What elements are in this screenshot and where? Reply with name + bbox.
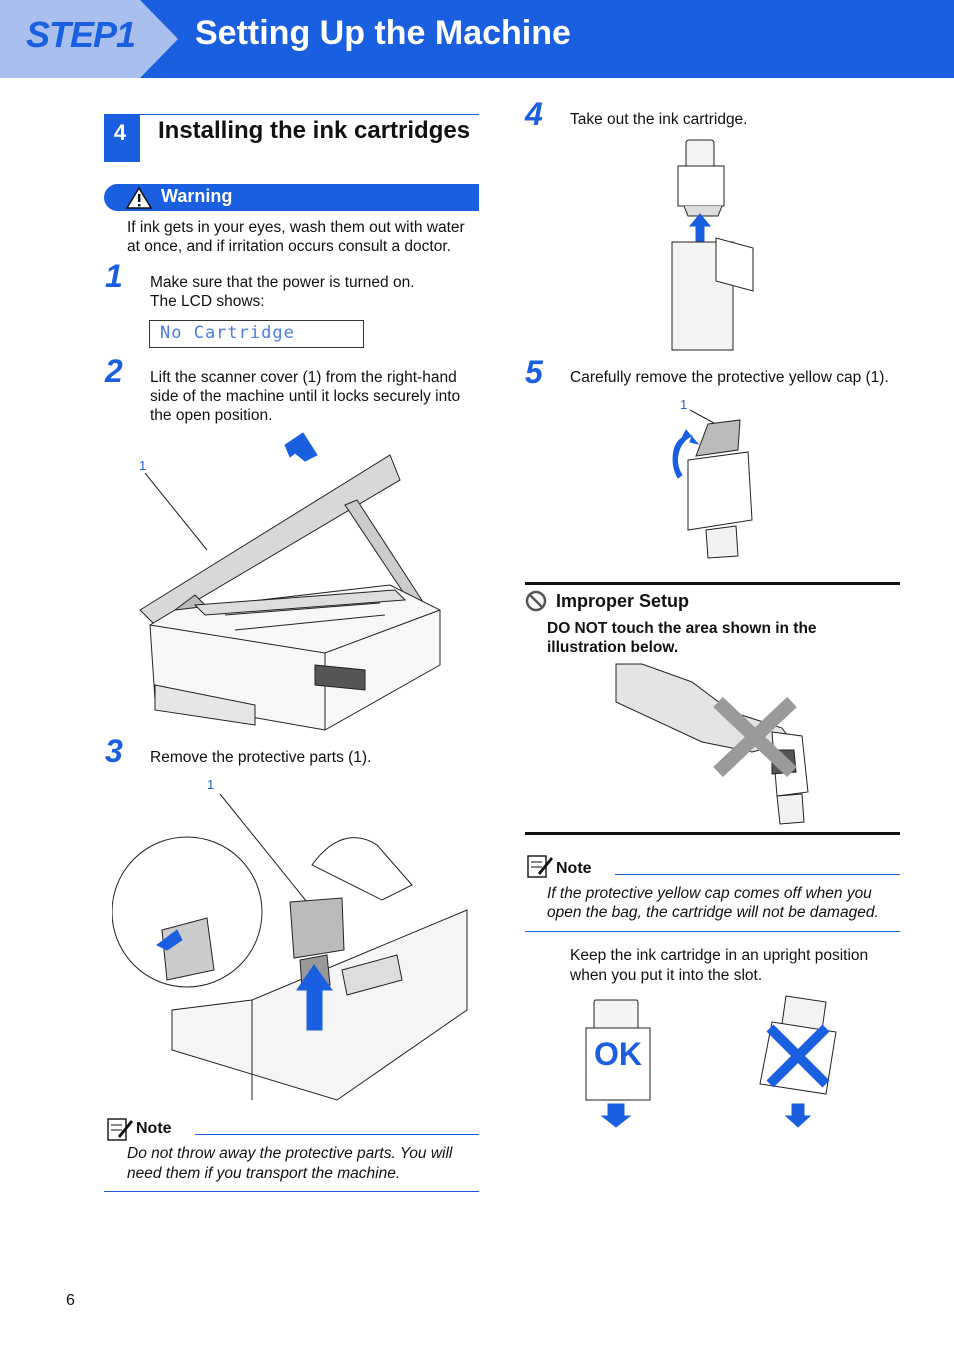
improper-rule-top [525, 582, 900, 585]
prohibited-icon [525, 590, 547, 612]
step-3-text-1: Remove the protective parts (1). [150, 749, 372, 766]
upright-text-1: Keep the ink cartridge in an upright pos… [570, 947, 869, 964]
warning-text-1: If ink gets in your eyes, wash them out … [127, 219, 465, 236]
warning-text-2: at once, and if irritation occurs consul… [127, 238, 451, 255]
improper-title: Improper Setup [556, 591, 690, 611]
step-2-callout: 1 [139, 458, 147, 473]
step-5-text-1: Carefully remove the protective yellow c… [570, 369, 889, 386]
step-5-callout: 1 [680, 397, 688, 412]
step-tab [0, 0, 178, 78]
step-4-number: 4 [525, 96, 543, 132]
note-left-text-2: need them if you transport the machine. [127, 1165, 401, 1182]
step-2-number: 2 [105, 353, 123, 389]
improper-text-1: DO NOT touch the area shown in the [547, 620, 817, 637]
step-5-number: 5 [525, 354, 543, 390]
note-left-rule-top [195, 1134, 479, 1135]
lcd-text: No Cartridge [160, 323, 295, 343]
tilted-wrong-illustration [759, 995, 837, 1128]
step-3-number: 3 [105, 733, 123, 769]
section-number-box [104, 114, 140, 162]
step-2-text-2: side of the machine until it locks secur… [150, 388, 461, 405]
improper-text-2: illustration below. [547, 639, 679, 656]
step-4-text-1: Take out the ink cartridge. [570, 111, 748, 128]
upright-text-2: when you put it into the slot. [570, 967, 763, 984]
warning-bar [104, 184, 479, 211]
warning-icon [126, 187, 152, 209]
cartridge-bag-illustration [671, 139, 754, 351]
note-right-rule-bottom [525, 931, 900, 932]
step-label: STEP1 [26, 14, 136, 55]
lcd-display [149, 320, 364, 348]
note-icon [107, 1118, 133, 1141]
printer-open-illustration [139, 432, 441, 731]
improper-rule-bottom [525, 832, 900, 835]
warning-label: Warning [161, 186, 233, 206]
section-number: 4 [113, 120, 127, 145]
page-number: 6 [66, 1292, 75, 1309]
step-2-text-3: the open position. [150, 407, 273, 424]
note-right-title: Note [556, 860, 592, 877]
page-title: Setting Up the Machine [195, 14, 571, 52]
ok-label: OK [594, 1036, 642, 1072]
upright-ok-illustration [585, 999, 651, 1128]
section-title: Installing the ink cartridges [158, 117, 471, 144]
step-2-text-1: Lift the scanner cover (1) from the righ… [150, 369, 457, 386]
note-left-rule-bottom [104, 1191, 479, 1192]
protective-parts-illustration [112, 793, 468, 1101]
note-left-text-1: Do not throw away the protective parts. … [127, 1145, 453, 1162]
note-right-text-1: If the protective yellow cap comes off w… [547, 885, 872, 902]
do-not-touch-illustration [615, 663, 809, 825]
step-1-number: 1 [105, 258, 123, 294]
step-3-callout: 1 [207, 777, 215, 792]
step-1-text-1: Make sure that the power is turned on. [150, 274, 415, 291]
note-icon [527, 855, 553, 878]
note-left-title: Note [136, 1120, 172, 1137]
note-right-rule-top [615, 874, 900, 875]
yellow-cap-illustration [672, 409, 753, 559]
note-right-text-2: open the bag, the cartridge will not be … [547, 904, 879, 921]
step-1-text-2: The LCD shows: [150, 293, 265, 310]
section-rule [140, 114, 479, 115]
